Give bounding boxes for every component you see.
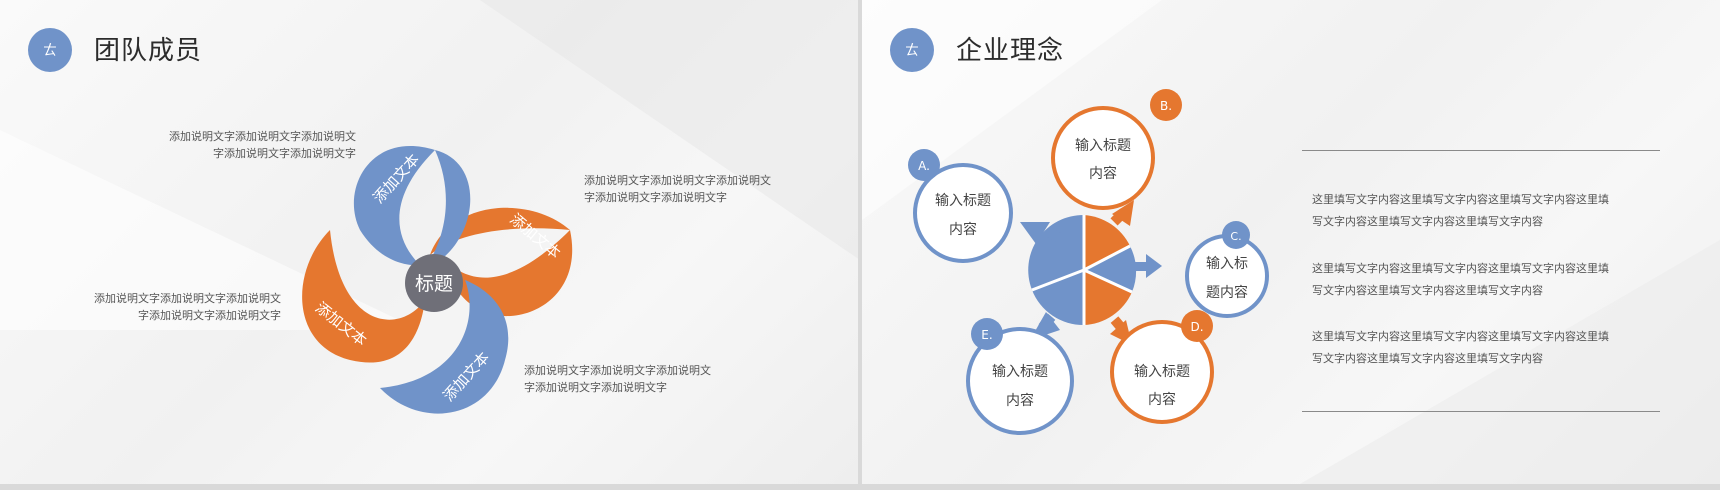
paragraph-line: 写文字内容这里填写文字内容这里填写文字内容: [1312, 215, 1543, 228]
node-dot-a: [908, 149, 940, 181]
note-bottom-right: 添加说明文字添加说明文字添加说明文 字添加说明文字添加说明文字: [524, 362, 764, 396]
arrow-b: [1110, 200, 1134, 226]
pie-slice: [1032, 270, 1084, 326]
node-dot-b: [1150, 89, 1182, 121]
paragraph: 这里填写文字内容这里填写文字内容这里填写文字内容这里填 写文字内容这里填写文字内…: [1312, 189, 1652, 233]
paragraph: 这里填写文字内容这里填写文字内容这里填写文字内容这里填 写文字内容这里填写文字内…: [1312, 258, 1652, 302]
pie-slice: [1084, 246, 1137, 292]
node-title: 输入标: [1206, 256, 1248, 272]
section-badge: ㄊ: [28, 28, 72, 72]
petal-bottom-blue: [380, 280, 509, 414]
petal-top-blue: [353, 146, 435, 266]
note-line: 添加说明文字添加说明文字添加说明文: [524, 364, 711, 377]
pinwheel-diagram: 标题 添加文本 添加文本 添加文本 添加文本: [302, 146, 573, 414]
node-ring-e: [966, 327, 1074, 435]
note-top-left: 添加说明文字添加说明文字添加说明文 字添加说明文字添加说明文字: [96, 128, 356, 162]
node-title: 输入标题: [992, 364, 1048, 380]
node-dot-d: [1181, 310, 1213, 342]
node-content: 内容: [949, 221, 977, 238]
node-ring-c: [1185, 234, 1269, 318]
node-content: 内容: [1089, 165, 1117, 182]
note-middle-left: 添加说明文字添加说明文字添加说明文 字添加说明文字添加说明文字: [21, 290, 281, 324]
node-letter: B.: [1160, 99, 1172, 113]
node-ring-d: [1110, 320, 1214, 424]
note-top-right: 添加说明文字添加说明文字添加说明文 字添加说明文字添加说明文字: [584, 172, 824, 206]
section-badge: ㄊ: [890, 28, 934, 72]
node-content: 题内容: [1206, 284, 1248, 301]
petal-top-blue-side: [425, 150, 471, 268]
pie-slice: [1084, 270, 1132, 325]
slide-corporate-philosophy: ㄊ 企业理念 A. 输入标题 内容 B. 输入标题 内容 C. 输入标 题内容: [862, 0, 1720, 484]
note-line: 字添加说明文字添加说明文字: [584, 191, 727, 204]
background-facet: [1300, 240, 1720, 484]
node-letter: A.: [918, 159, 930, 173]
note-line: 添加说明文字添加说明文字添加说明文: [584, 174, 771, 187]
divider-top: [1302, 150, 1660, 151]
pie-slice: [1084, 215, 1130, 270]
center-label: 标题: [415, 273, 453, 295]
note-line: 添加说明文字添加说明文字添加说明文: [169, 130, 356, 143]
petal-left-orange: [302, 230, 425, 363]
node-dot-e: [971, 318, 1003, 350]
paragraph-line: 这里填写文字内容这里填写文字内容这里填写文字内容这里填: [1312, 193, 1609, 206]
paragraph-line: 这里填写文字内容这里填写文字内容这里填写文字内容这里填: [1312, 262, 1609, 275]
note-line: 添加说明文字添加说明文字添加说明文: [94, 292, 281, 305]
paragraph-line: 写文字内容这里填写文字内容这里填写文字内容: [1312, 284, 1543, 297]
node-dot-c: [1222, 221, 1250, 249]
arrow-c: [1132, 254, 1162, 278]
node-ring-a: [913, 163, 1013, 263]
note-line: 字添加说明文字添加说明文字: [138, 309, 281, 322]
page-title: 团队成员: [94, 36, 203, 66]
slide-team-members: ㄊ 团队成员 添加说明文字添加说明文字添加说明文 字添加说明文字添加说明文字 添…: [0, 0, 858, 484]
note-line: 字添加说明文字添加说明文字: [524, 381, 667, 394]
node-letter: E.: [981, 328, 992, 342]
node-letter: D.: [1190, 320, 1203, 334]
node-title: 输入标题: [1134, 364, 1190, 380]
page-title: 企业理念: [956, 36, 1065, 66]
paragraph: 这里填写文字内容这里填写文字内容这里填写文字内容这里填 写文字内容这里填写文字内…: [1312, 326, 1652, 370]
node-title: 输入标题: [935, 193, 991, 209]
divider-bottom: [1302, 411, 1660, 412]
center-circle: [405, 254, 463, 312]
node-letter: C.: [1230, 230, 1241, 243]
node-title: 输入标题: [1075, 138, 1131, 154]
radial-diagram: A. 输入标题 内容 B. 输入标题 内容 C. 输入标 题内容 D. 输入标题…: [908, 89, 1269, 435]
node-content: 内容: [1148, 391, 1176, 408]
node-content: 内容: [1006, 392, 1034, 409]
node-ring-b: [1051, 106, 1155, 210]
arrow-a: [1020, 222, 1063, 244]
paragraph-line: 写文字内容这里填写文字内容这里填写文字内容: [1312, 352, 1543, 365]
note-line: 字添加说明文字添加说明文字: [213, 147, 356, 160]
paragraph-line: 这里填写文字内容这里填写文字内容这里填写文字内容这里填: [1312, 330, 1609, 343]
